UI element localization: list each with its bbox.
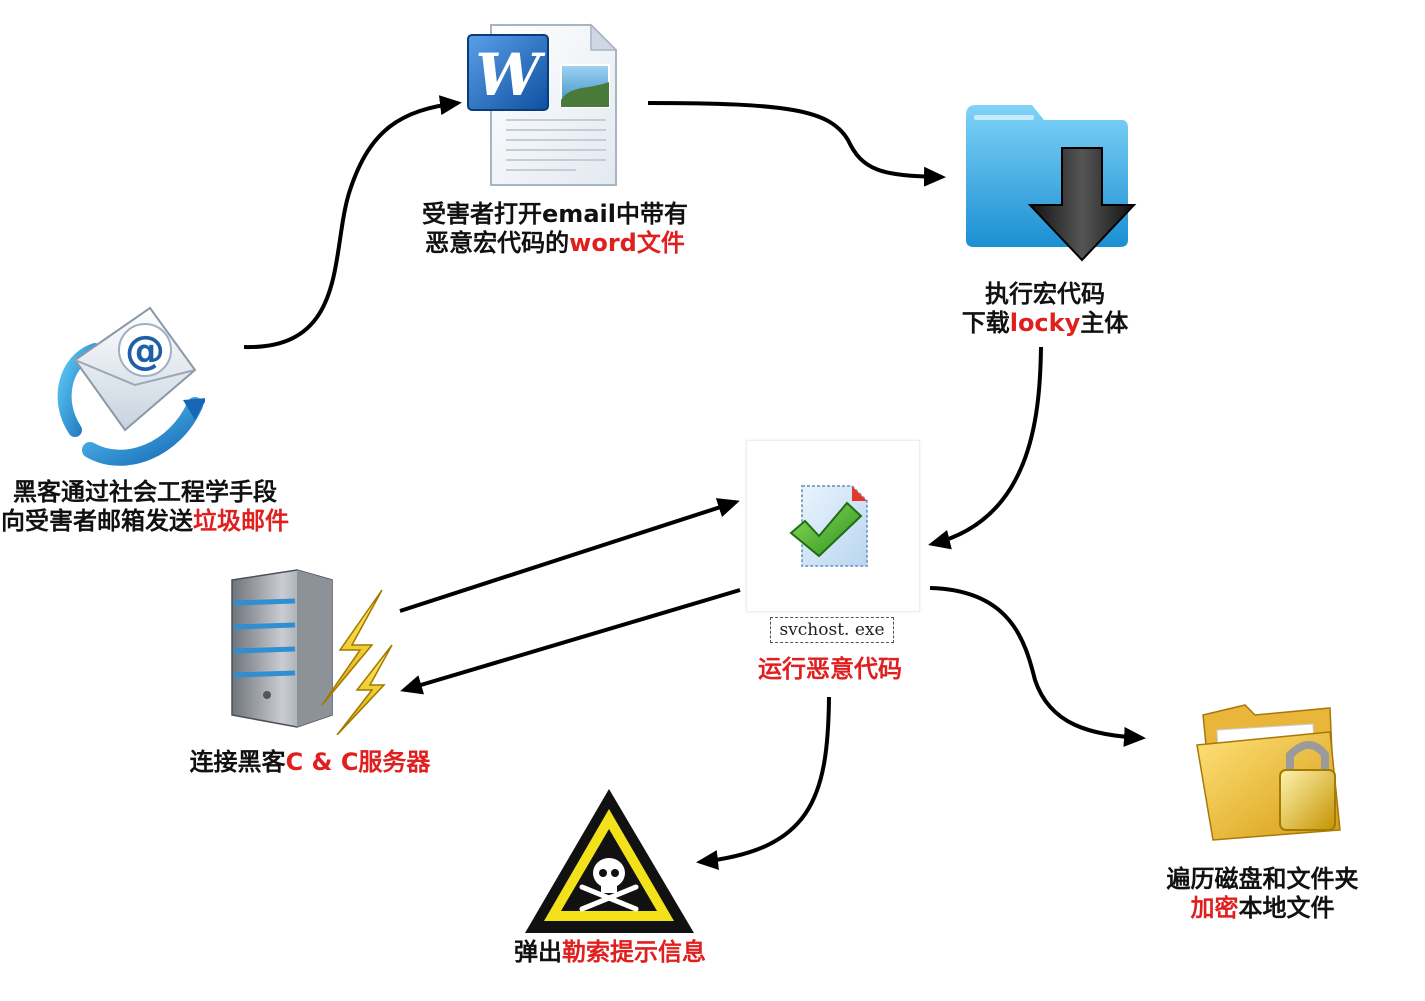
skull-warning-triangle-icon [522,787,697,937]
encrypt-node-label: 遍历磁盘和文件夹 加密本地文件 [1150,865,1375,923]
arrow-svchost-to-ransom [696,696,831,870]
svchost-filename: svchost. exe [770,617,894,643]
locked-folder-icon [1195,700,1350,845]
email-label-line2: 向受害者邮箱发送垃圾邮件 [1,507,289,535]
ransom-node-label: 弹出勒索提示信息 [514,938,706,966]
macro-node-label: 执行宏代码 下载locky主体 [940,280,1150,338]
word-label-line1: 受害者打开email中带有 [422,200,688,228]
download-folder-icon [962,100,1142,265]
arrow-svchost-to-encrypt [929,586,1146,747]
macro-label-line2: 下载locky主体 [961,309,1129,337]
arrow-word-to-download [647,101,946,187]
encrypt-label-line2: 加密本地文件 [1190,894,1335,922]
macro-label-line1: 执行宏代码 [985,280,1105,308]
arrow-email-to-word [243,95,462,350]
server-lightning-icon [222,565,397,736]
cnc-node-label: 连接黑客C & C服务器 [189,748,431,776]
svg-text:W: W [475,41,545,109]
svchost-caption: 运行恶意代码 [758,655,902,683]
executable-file-check-icon [746,440,920,612]
email-label-line1: 黑客通过社会工程学手段 [13,478,277,506]
arrow-svchost-to-server [400,588,741,695]
svg-text:@: @ [125,328,165,374]
word-label-line2: 恶意宏代码的word文件 [425,229,685,257]
arrow-server-to-svchost [399,498,740,613]
encrypt-label-line1: 遍历磁盘和文件夹 [1166,865,1359,893]
arrow-download-to-svchost [928,346,1043,550]
word-document-icon: W [466,20,626,190]
email-at-envelope-icon: @ [55,300,207,470]
email-node-label: 黑客通过社会工程学手段 向受害者邮箱发送垃圾邮件 [0,478,295,536]
word-node-label: 受害者打开email中带有 恶意宏代码的word文件 [400,200,710,258]
